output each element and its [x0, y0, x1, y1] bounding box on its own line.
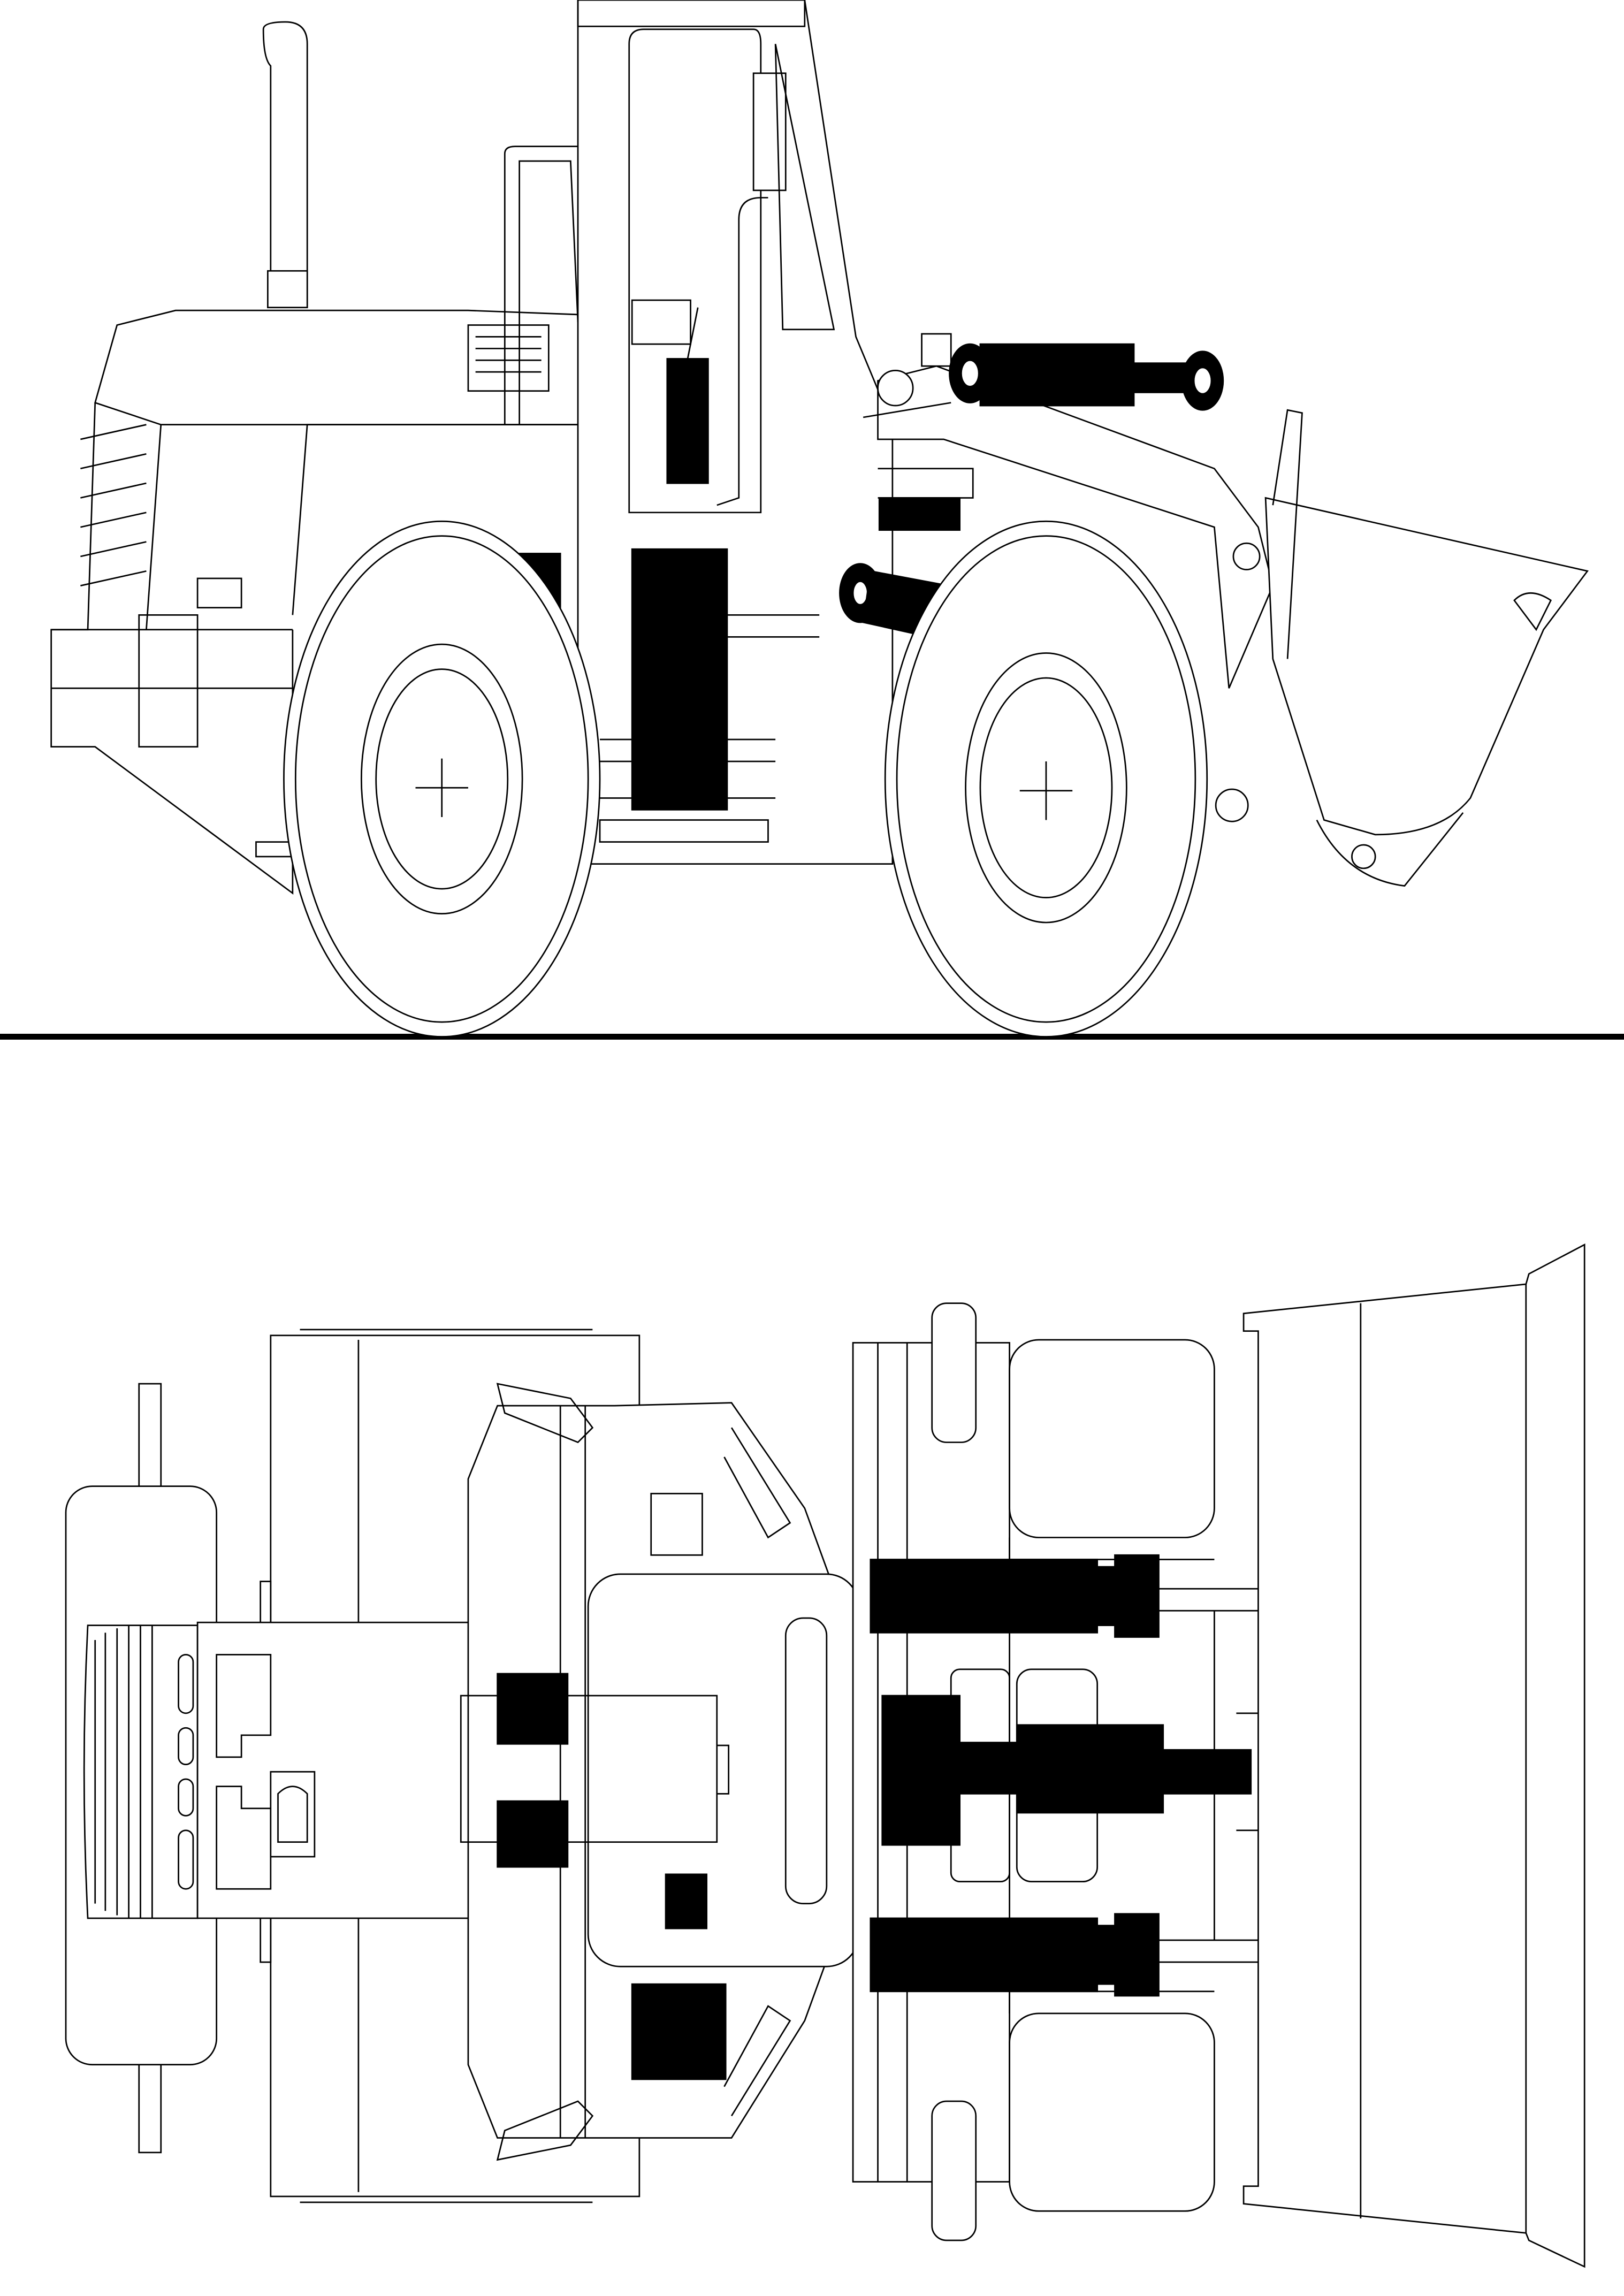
side-view	[0, 0, 1624, 1040]
top-black-box-2	[497, 1800, 569, 1868]
exhaust-stack	[262, 21, 308, 309]
side-black-box-4	[878, 497, 961, 531]
engine-hood	[50, 309, 586, 895]
cab	[577, 0, 894, 865]
radiator-grille	[83, 1624, 199, 1919]
front-wheel	[884, 520, 1208, 1038]
bucket	[1264, 409, 1589, 887]
side-black-box-2	[631, 548, 728, 811]
top-view	[65, 1243, 1585, 2268]
top-black-box-1	[497, 1673, 569, 1745]
front-tire-left	[1009, 1339, 1215, 1538]
side-black-box-3	[666, 358, 709, 484]
lift-arm	[863, 333, 1274, 822]
top-cylinders	[870, 1554, 1303, 1997]
cab-platform	[460, 1383, 864, 2161]
front-tire-right	[1009, 2012, 1215, 2212]
bucket-top	[1242, 1243, 1585, 2268]
operator-seat	[270, 1771, 316, 1858]
upper-cylinder	[949, 343, 1224, 411]
top-black-box-3	[665, 1873, 708, 1929]
rear-wheel	[283, 520, 601, 1038]
top-black-box-4	[631, 1983, 727, 2080]
